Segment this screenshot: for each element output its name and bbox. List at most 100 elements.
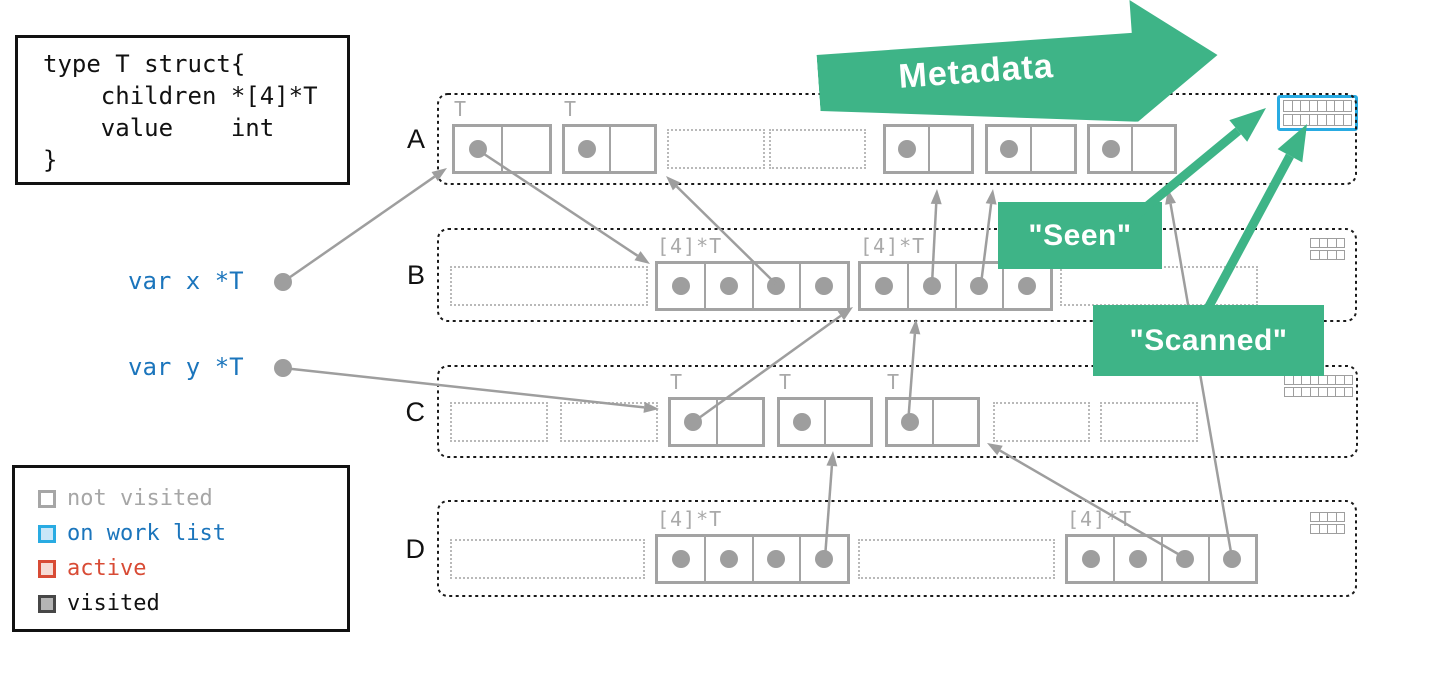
object-cell <box>906 264 955 308</box>
object-type-label: T <box>670 370 684 394</box>
object-cell <box>931 400 978 444</box>
free-slot <box>450 402 548 442</box>
metadata-grid-row <box>1310 238 1345 248</box>
object-cell <box>1090 127 1131 171</box>
heap-object <box>655 261 850 311</box>
free-slot <box>450 539 645 579</box>
pointer-dot <box>874 277 893 295</box>
free-slot <box>1100 402 1198 442</box>
pointer-dot <box>793 413 811 431</box>
object-type-label: T <box>564 97 578 121</box>
object-cell <box>751 537 800 581</box>
heap-object <box>1087 124 1177 174</box>
heap-object <box>885 397 980 447</box>
metadata-grid-cell <box>1342 100 1352 112</box>
row-label-B: B <box>406 260 425 290</box>
object-cell <box>658 537 704 581</box>
metadata-grid-cell <box>1342 114 1352 126</box>
pointer-dot <box>1223 550 1242 568</box>
variable-label-y: var y *T <box>128 353 244 381</box>
pointer-dot <box>767 277 786 295</box>
metadata-grid-row <box>1283 100 1352 112</box>
metadata-grid-cell <box>1343 387 1353 397</box>
legend-item-on-work-list: on work list <box>38 516 347 551</box>
object-cell <box>861 264 907 308</box>
pointer-dot <box>1176 550 1195 568</box>
legend-label: active <box>67 556 147 581</box>
heap-object <box>985 124 1077 174</box>
free-slot <box>993 402 1090 442</box>
free-slot <box>1060 266 1258 306</box>
metadata-grid <box>1310 512 1345 534</box>
legend-label: not visited <box>67 486 213 511</box>
type-definition-code: type T struct{ children *[4]*T value int… <box>15 35 350 185</box>
free-slot <box>560 402 658 442</box>
object-cell <box>799 537 847 581</box>
free-slot <box>667 129 765 169</box>
pointer-dot <box>1128 550 1147 568</box>
object-cell <box>1030 127 1074 171</box>
heap-object <box>777 397 873 447</box>
object-type-label: T <box>779 370 793 394</box>
object-cell <box>888 400 932 444</box>
metadata-grid-on-worklist <box>1277 95 1358 131</box>
object-cell <box>715 400 763 444</box>
object-cell <box>988 127 1030 171</box>
object-cell <box>455 127 501 171</box>
variable-label-x: var x *T <box>128 267 244 295</box>
pointer-dot <box>900 413 919 431</box>
legend-swatch <box>38 594 56 613</box>
row-label-D: D <box>405 533 426 564</box>
pointer-dot <box>767 550 786 568</box>
pointer-dot <box>1018 277 1037 295</box>
pointer-dot <box>922 277 941 295</box>
legend-label: on work list <box>67 521 226 546</box>
metadata-grid-cell <box>1335 512 1345 522</box>
object-cell <box>703 264 752 308</box>
object-cell <box>954 264 1003 308</box>
seen-callout: "Seen" <box>998 202 1162 269</box>
object-type-label: [4]*T <box>657 234 723 258</box>
metadata-grid-row <box>1283 114 1352 126</box>
object-cell <box>1131 127 1174 171</box>
pointer-dot <box>577 140 596 158</box>
pointer-dot <box>684 413 703 431</box>
legend: not visited on work list active visited <box>12 465 350 632</box>
legend-label: visited <box>67 591 160 616</box>
metadata-grid-cell <box>1343 375 1353 385</box>
pointer-dot <box>671 550 690 568</box>
object-cell <box>824 400 870 444</box>
object-cell <box>658 264 704 308</box>
metadata-grid-row <box>1284 387 1353 397</box>
pointer-dot <box>897 140 916 158</box>
legend-item-not-visited: not visited <box>38 481 347 516</box>
object-cell <box>1068 537 1113 581</box>
legend-item-visited: visited <box>38 586 347 621</box>
object-cell <box>501 127 549 171</box>
metadata-grid-cell <box>1335 250 1345 260</box>
metadata-grid-row <box>1284 375 1353 385</box>
object-cell <box>780 400 824 444</box>
legend-swatch <box>38 559 56 578</box>
metadata-grid-row <box>1310 512 1345 522</box>
metadata-grid-row <box>1310 250 1345 260</box>
pointer-dot <box>1000 140 1018 158</box>
free-slot <box>858 539 1055 579</box>
metadata-arrow: Metadata <box>814 0 1222 144</box>
object-type-label: [4]*T <box>657 507 723 531</box>
metadata-grid-row <box>1310 524 1345 534</box>
object-type-label: T <box>454 97 468 121</box>
object-cell <box>1002 264 1050 308</box>
pointer-dot <box>671 277 690 295</box>
object-type-label: [4]*T <box>860 234 926 258</box>
row-label-A: A <box>406 124 425 154</box>
object-type-label: [4]*T <box>1067 507 1133 531</box>
legend-swatch <box>38 524 56 543</box>
heap-object <box>1065 534 1258 584</box>
metadata-grid-cell <box>1335 524 1345 534</box>
metadata-grid <box>1310 238 1345 260</box>
pointer-dot <box>719 277 738 295</box>
object-cell <box>751 264 800 308</box>
object-cell <box>671 400 716 444</box>
